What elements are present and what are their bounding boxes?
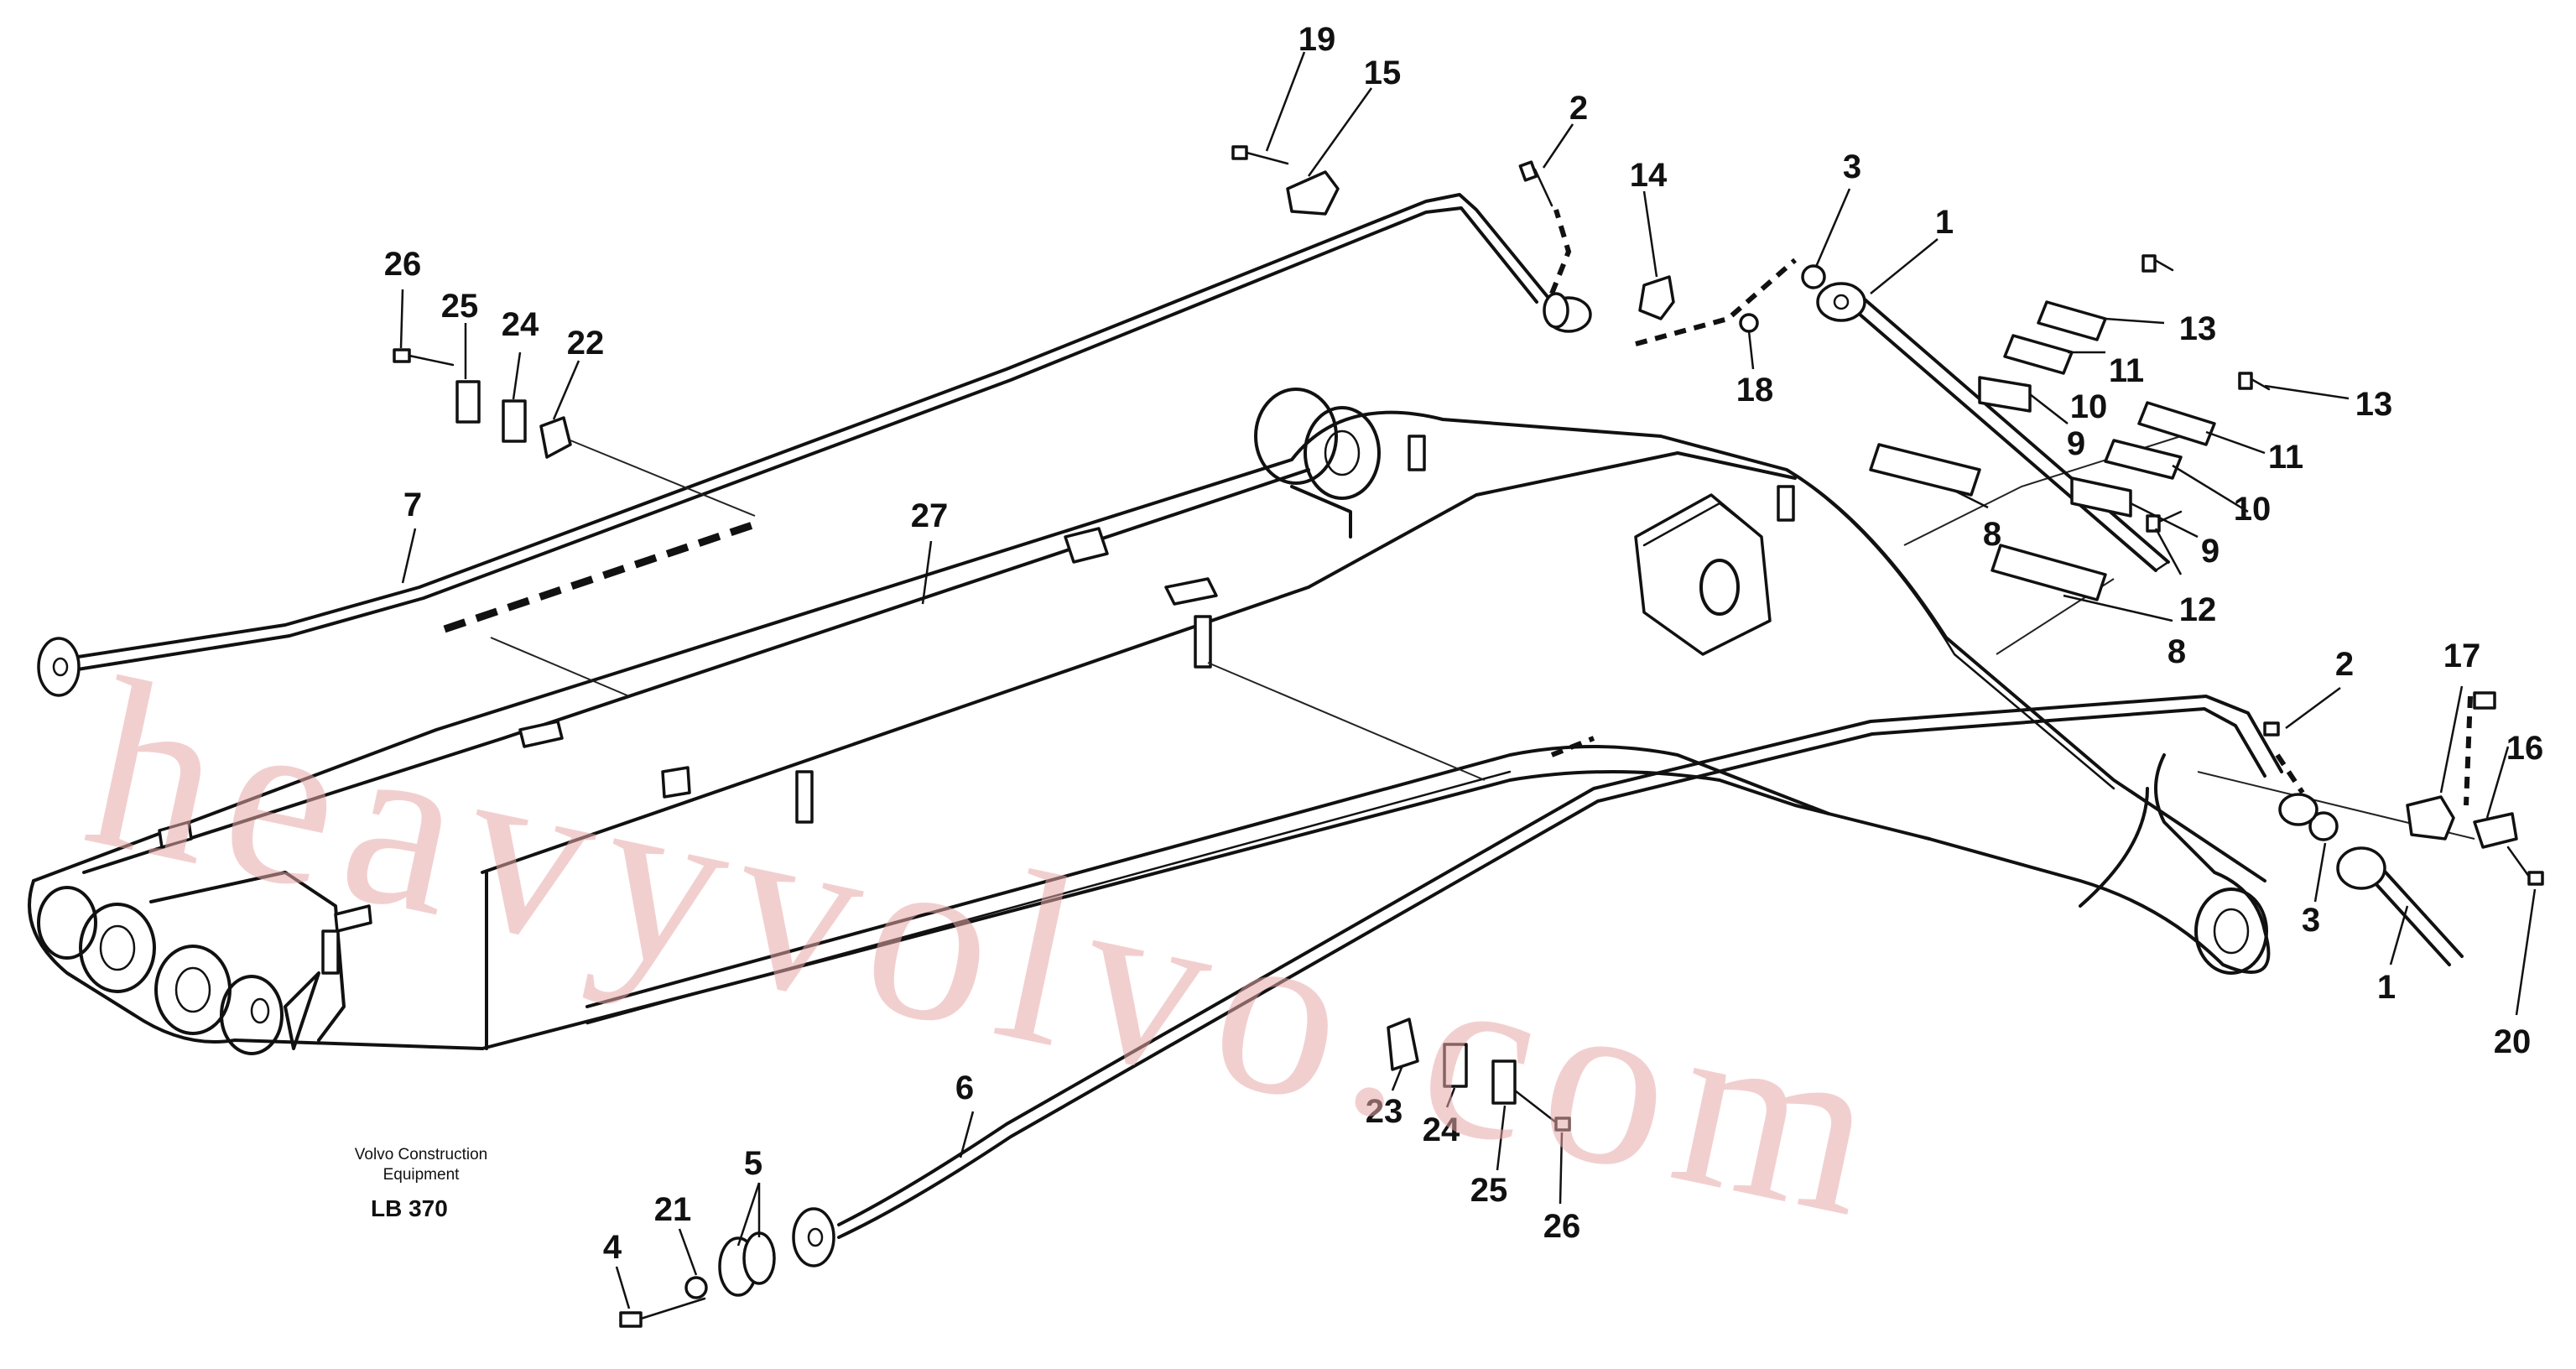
callout-9-b: 9 [2201, 533, 2220, 570]
callout-19: 19 [1298, 21, 1336, 58]
credit-line-2: Equipment [382, 1166, 460, 1184]
callout-24-bottom: 24 [1423, 1111, 1460, 1148]
callout-11-b: 11 [2268, 439, 2303, 476]
callout-25-left: 25 [441, 288, 479, 325]
callout-4: 4 [603, 1229, 622, 1266]
callout-24-left: 24 [502, 306, 539, 343]
pipe-6 [619, 695, 2283, 1328]
callout-13-b: 13 [2355, 386, 2393, 423]
boom-structure [28, 388, 2475, 1055]
callout-7: 7 [403, 487, 422, 523]
fitting-set-right [2263, 691, 2544, 966]
callout-8-b: 8 [2167, 633, 2186, 670]
callout-1-top: 1 [1935, 204, 1954, 241]
pipe-7 [37, 193, 1553, 697]
callout-labels: 19 15 2 14 3 1 18 13 11 10 9 13 11 10 9 … [384, 21, 2544, 1266]
callout-12: 12 [2179, 591, 2217, 628]
figure-code: LB 370 [371, 1195, 448, 1221]
callout-21: 21 [654, 1191, 692, 1228]
callout-16: 16 [2506, 730, 2544, 767]
callout-2-top: 2 [1569, 90, 1588, 127]
callout-2-right: 2 [2335, 646, 2354, 683]
bracket-set-upper [1869, 254, 2271, 601]
callout-10-b: 10 [2234, 491, 2272, 528]
leader-lines [399, 51, 2537, 1309]
callout-26-left: 26 [384, 246, 422, 283]
credit-line-1: Volvo Construction [354, 1146, 488, 1163]
clamp-set-bottom [1387, 1018, 1571, 1132]
callout-22: 22 [567, 325, 605, 362]
callout-25-bottom: 25 [1470, 1172, 1508, 1209]
callout-15: 15 [1364, 55, 1402, 91]
callout-1-right: 1 [2377, 969, 2396, 1006]
clamp-set-left [393, 348, 756, 517]
callout-27: 27 [911, 497, 949, 534]
callout-18: 18 [1736, 372, 1774, 409]
callout-20: 20 [2494, 1023, 2532, 1060]
callout-9-a: 9 [2067, 425, 2085, 462]
callout-23: 23 [1366, 1093, 1403, 1130]
callout-10-a: 10 [2070, 388, 2108, 425]
callout-11-a: 11 [2109, 352, 2144, 389]
callout-6: 6 [955, 1070, 974, 1106]
callout-3-top: 3 [1843, 148, 1861, 185]
callout-13-a: 13 [2179, 310, 2217, 347]
callout-17: 17 [2443, 638, 2481, 674]
callout-26-bottom: 26 [1543, 1208, 1581, 1245]
callout-8-a: 8 [1983, 516, 2001, 553]
hose-1-upper [1231, 145, 2170, 572]
callout-3-right: 3 [2302, 902, 2320, 939]
callout-14: 14 [1630, 157, 1668, 194]
callout-5: 5 [744, 1145, 762, 1182]
